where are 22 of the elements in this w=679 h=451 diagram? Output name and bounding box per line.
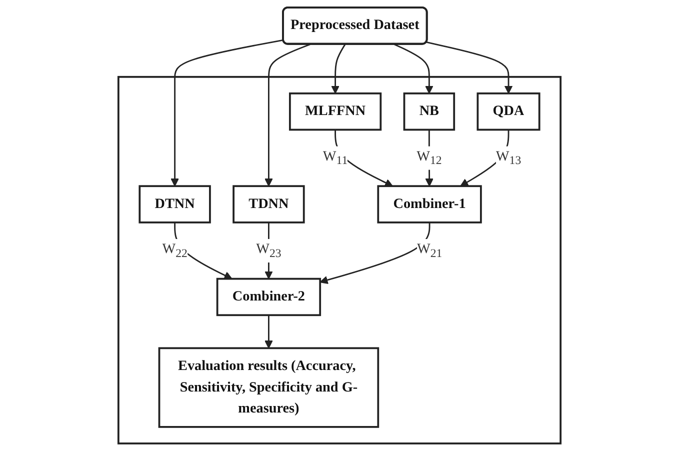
arrow: [426, 42, 513, 94]
node-box: QDA: [476, 92, 540, 131]
edge-label: W$_{22}$: [162, 242, 188, 260]
edge-label: W$_{13}$: [496, 149, 522, 167]
node-box: Evaluation results (Accuracy, Sensitivity, Specificity and G-measures): [158, 347, 380, 428]
edge-label: W$_{23}$: [256, 242, 282, 260]
arrow: [170, 39, 284, 186]
edge-label: W$_{11}$: [322, 149, 348, 167]
node-box: DTNN: [138, 185, 211, 224]
node-box: MLFFNN: [288, 92, 382, 131]
arrow: [264, 315, 273, 349]
edge-label: W$_{21}$: [416, 242, 442, 260]
node-box: TDNN: [232, 185, 305, 224]
edge-label: W$_{12}$: [416, 149, 442, 167]
arrow: [394, 44, 434, 94]
node-box: Combiner-1: [377, 185, 482, 224]
arrow: [320, 222, 430, 284]
arrow: [331, 44, 346, 94]
cluster: [117, 76, 562, 444]
node-box: NB: [403, 92, 456, 131]
arrow: [264, 44, 310, 186]
node-box: Combiner-2: [216, 278, 322, 316]
